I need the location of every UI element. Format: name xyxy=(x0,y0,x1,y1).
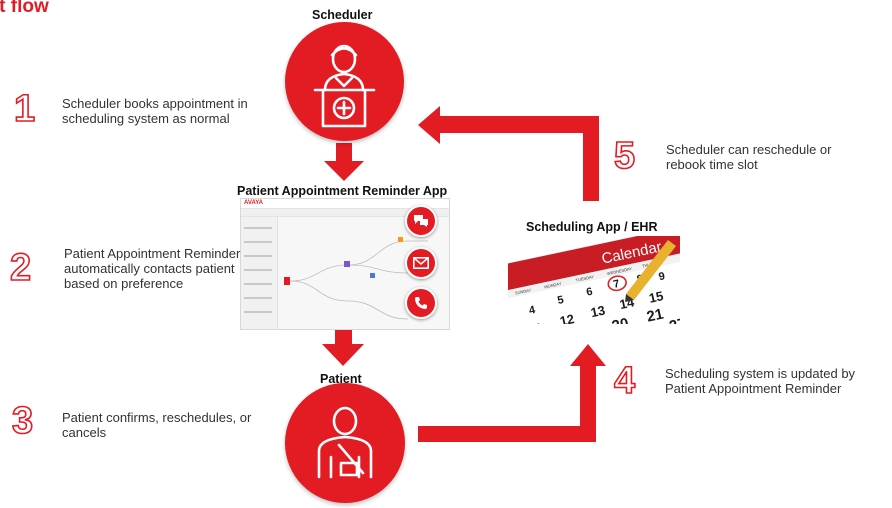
app-screenshot: AVAYA xyxy=(240,198,450,330)
pen-icon xyxy=(625,240,676,302)
cal-num-9: 9 xyxy=(658,270,666,283)
arrow-patient-to-ehr xyxy=(418,344,606,442)
cal-num-4: 4 xyxy=(528,304,537,317)
step-3-text: Patient confirms, reschedules, or cancel… xyxy=(62,410,252,440)
step-5-number: 5 xyxy=(613,135,636,177)
page-title: act flow xyxy=(0,0,49,17)
cal-day-0: SUNDAY xyxy=(515,287,532,295)
arrow-app-to-patient xyxy=(322,326,364,366)
step-2-number: 2 xyxy=(9,247,32,289)
cal-num-12: 12 xyxy=(558,311,575,324)
step-1-text: Scheduler books appointment in schedulin… xyxy=(62,96,248,126)
patient-with-sling-icon xyxy=(317,406,373,479)
phone-icon xyxy=(405,287,437,319)
cal-day-1: MONDAY xyxy=(544,281,562,290)
chat-bubbles-icon xyxy=(405,205,437,237)
cal-num-11: 11 xyxy=(527,320,544,324)
app-logo: AVAYA xyxy=(244,200,264,206)
step-1-number: 1 xyxy=(13,88,36,130)
cal-num-15: 15 xyxy=(647,288,664,306)
calendar-icon: Calendar SUNDAY MONDAY TUESDAY WEDNESDAY… xyxy=(508,236,680,324)
arrow-scheduler-to-app xyxy=(324,143,364,181)
app-sidebar xyxy=(241,217,278,329)
step-2-text: Patient Appointment Reminder automatical… xyxy=(64,246,241,291)
cal-num-27: 27 xyxy=(668,315,680,324)
cal-num-20: 20 xyxy=(610,315,630,324)
step-5-text: Scheduler can reschedule or rebook time … xyxy=(666,142,832,172)
cal-num-13: 13 xyxy=(589,303,606,321)
arrow-ehr-to-scheduler xyxy=(418,106,599,201)
app-flow-canvas xyxy=(284,237,428,320)
patient-circle xyxy=(285,383,405,503)
step-3-number: 3 xyxy=(11,400,34,442)
cal-num-7: 7 xyxy=(612,278,620,291)
patient-label: Patient xyxy=(320,372,362,386)
ehr-label: Scheduling App / EHR xyxy=(526,220,658,234)
scheduler-label: Scheduler xyxy=(312,8,373,22)
scheduler-at-desk-icon xyxy=(313,44,376,128)
cal-day-2: TUESDAY xyxy=(575,274,595,283)
cal-num-6: 6 xyxy=(585,286,593,299)
cal-num-21: 21 xyxy=(645,306,665,324)
calendar-image: Calendar SUNDAY MONDAY TUESDAY WEDNESDAY… xyxy=(508,236,680,324)
step-4-text: Scheduling system is updated by Patient … xyxy=(665,366,856,396)
app-topbar xyxy=(241,199,449,209)
app-label: Patient Appointment Reminder App xyxy=(237,184,448,198)
step-4-number: 4 xyxy=(613,360,636,402)
cal-day-3: WEDNESDAY xyxy=(606,266,632,276)
envelope-icon xyxy=(405,247,437,279)
app-tabs xyxy=(241,209,449,217)
scheduler-circle xyxy=(285,22,404,141)
cal-num-5: 5 xyxy=(556,294,564,307)
